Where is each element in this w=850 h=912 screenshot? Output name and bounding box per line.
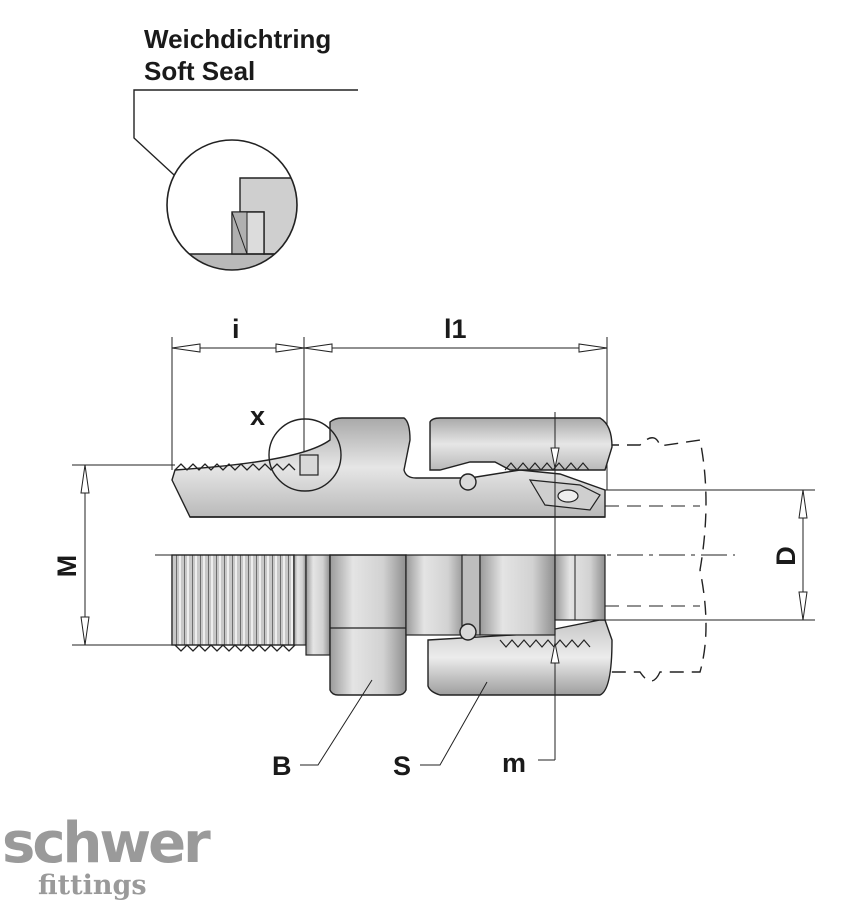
logo-top-text: schwer: [2, 811, 211, 876]
dim-label-m: M: [52, 555, 82, 578]
dimension-m-small: [538, 412, 560, 761]
fitting-body-lower: [171, 554, 613, 696]
leader-s: [420, 681, 488, 766]
dimension-d: [605, 489, 815, 621]
dim-label-m-small: m: [502, 748, 526, 778]
fitting-body-upper: [171, 417, 613, 518]
schwer-logo: schwer fittings: [2, 811, 214, 901]
dimension-m: [72, 464, 175, 646]
dimension-i-l1: [171, 337, 608, 490]
callout-label-de: Weichdichtring: [144, 24, 331, 54]
dim-label-x: x: [250, 401, 265, 431]
dim-label-i: i: [232, 314, 240, 344]
tube-outline: [605, 437, 707, 682]
label-s: S: [393, 751, 411, 781]
detail-marker-x: [268, 418, 342, 492]
callout-label-en: Soft Seal: [144, 56, 255, 86]
logo-bottom-text: fittings: [38, 870, 147, 901]
leader-b: [300, 679, 373, 766]
seal-detail-view: [166, 139, 298, 271]
dim-label-d: D: [771, 546, 801, 566]
dim-label-l1: l1: [444, 314, 467, 344]
label-b: B: [272, 751, 292, 781]
